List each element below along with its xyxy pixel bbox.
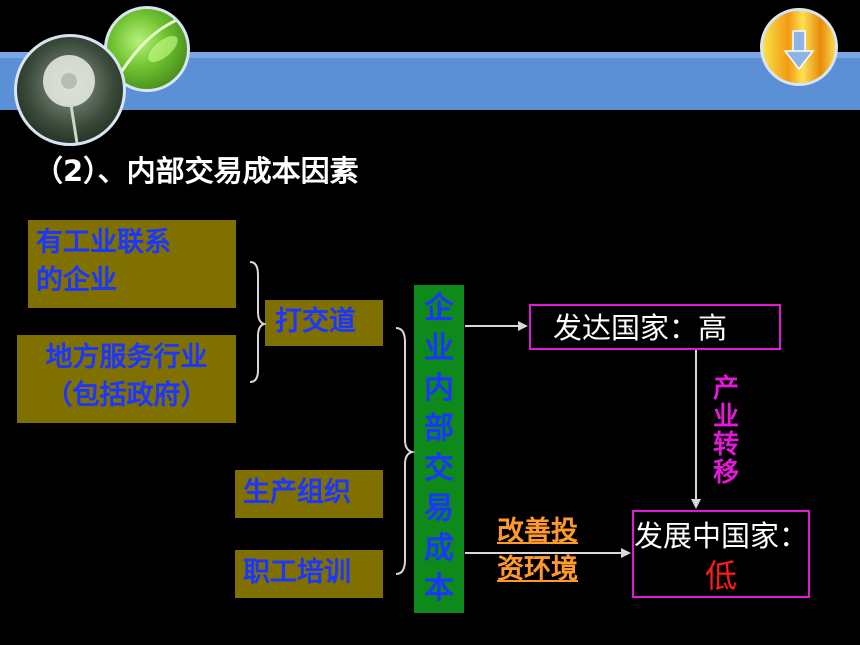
developing-line2: 低	[704, 557, 737, 595]
service-box: 地方服务行业 （包括政府）	[17, 335, 236, 423]
shift-char: 转	[713, 430, 740, 460]
shift-char: 产	[713, 374, 740, 404]
brace-center	[395, 327, 416, 575]
shift-char: 业	[713, 402, 740, 432]
center-char: 业	[424, 331, 454, 366]
service-line1: 地方服务行业	[45, 342, 208, 373]
internal-cost-box: 企 业 内 部 交 易 成 本	[414, 285, 464, 613]
improve-line1: 改善投	[497, 516, 578, 547]
training-box: 职工培训	[235, 550, 383, 598]
brace-left	[249, 261, 268, 383]
center-char: 企	[424, 291, 454, 326]
developed-label: 发达国家：高	[553, 311, 728, 345]
arrow-head	[691, 499, 701, 509]
center-char: 部	[424, 411, 454, 446]
developing-line1: 发展中国家：	[634, 519, 809, 553]
training-label: 职工培训	[243, 557, 351, 588]
deal-label: 打交道	[275, 306, 356, 337]
dandelion-circle-image	[14, 34, 126, 146]
center-char: 本	[424, 571, 454, 606]
header-band-highlight	[0, 52, 860, 58]
down-arrow-icon	[783, 30, 815, 71]
improve-label: 改善投 资环境	[497, 513, 578, 589]
improve-line2: 资环境	[497, 554, 578, 585]
page-title: （2）、内部交易成本因素	[34, 154, 359, 188]
center-char: 易	[424, 491, 454, 526]
dandelion-icon	[43, 55, 95, 143]
industry-box: 有工业联系 的企业	[28, 220, 236, 308]
grass-circle-image	[760, 8, 838, 86]
arrow-head	[621, 548, 631, 558]
production-label: 生产组织	[243, 477, 351, 508]
deal-box: 打交道	[265, 300, 383, 346]
center-char: 交	[424, 451, 454, 486]
arrow-head	[518, 321, 528, 331]
industry-line2: 的企业	[36, 265, 117, 296]
center-char: 内	[424, 371, 454, 406]
developed-box: 发达国家：高	[529, 304, 781, 350]
industry-line1: 有工业联系	[36, 227, 171, 258]
shift-char: 移	[713, 458, 740, 488]
center-char: 成	[424, 531, 454, 566]
developing-box: 发展中国家： 低	[632, 510, 810, 598]
industry-shift-label: 产 业 转 移	[713, 375, 739, 487]
production-box: 生产组织	[235, 470, 383, 518]
service-line2: （包括政府）	[45, 380, 208, 411]
